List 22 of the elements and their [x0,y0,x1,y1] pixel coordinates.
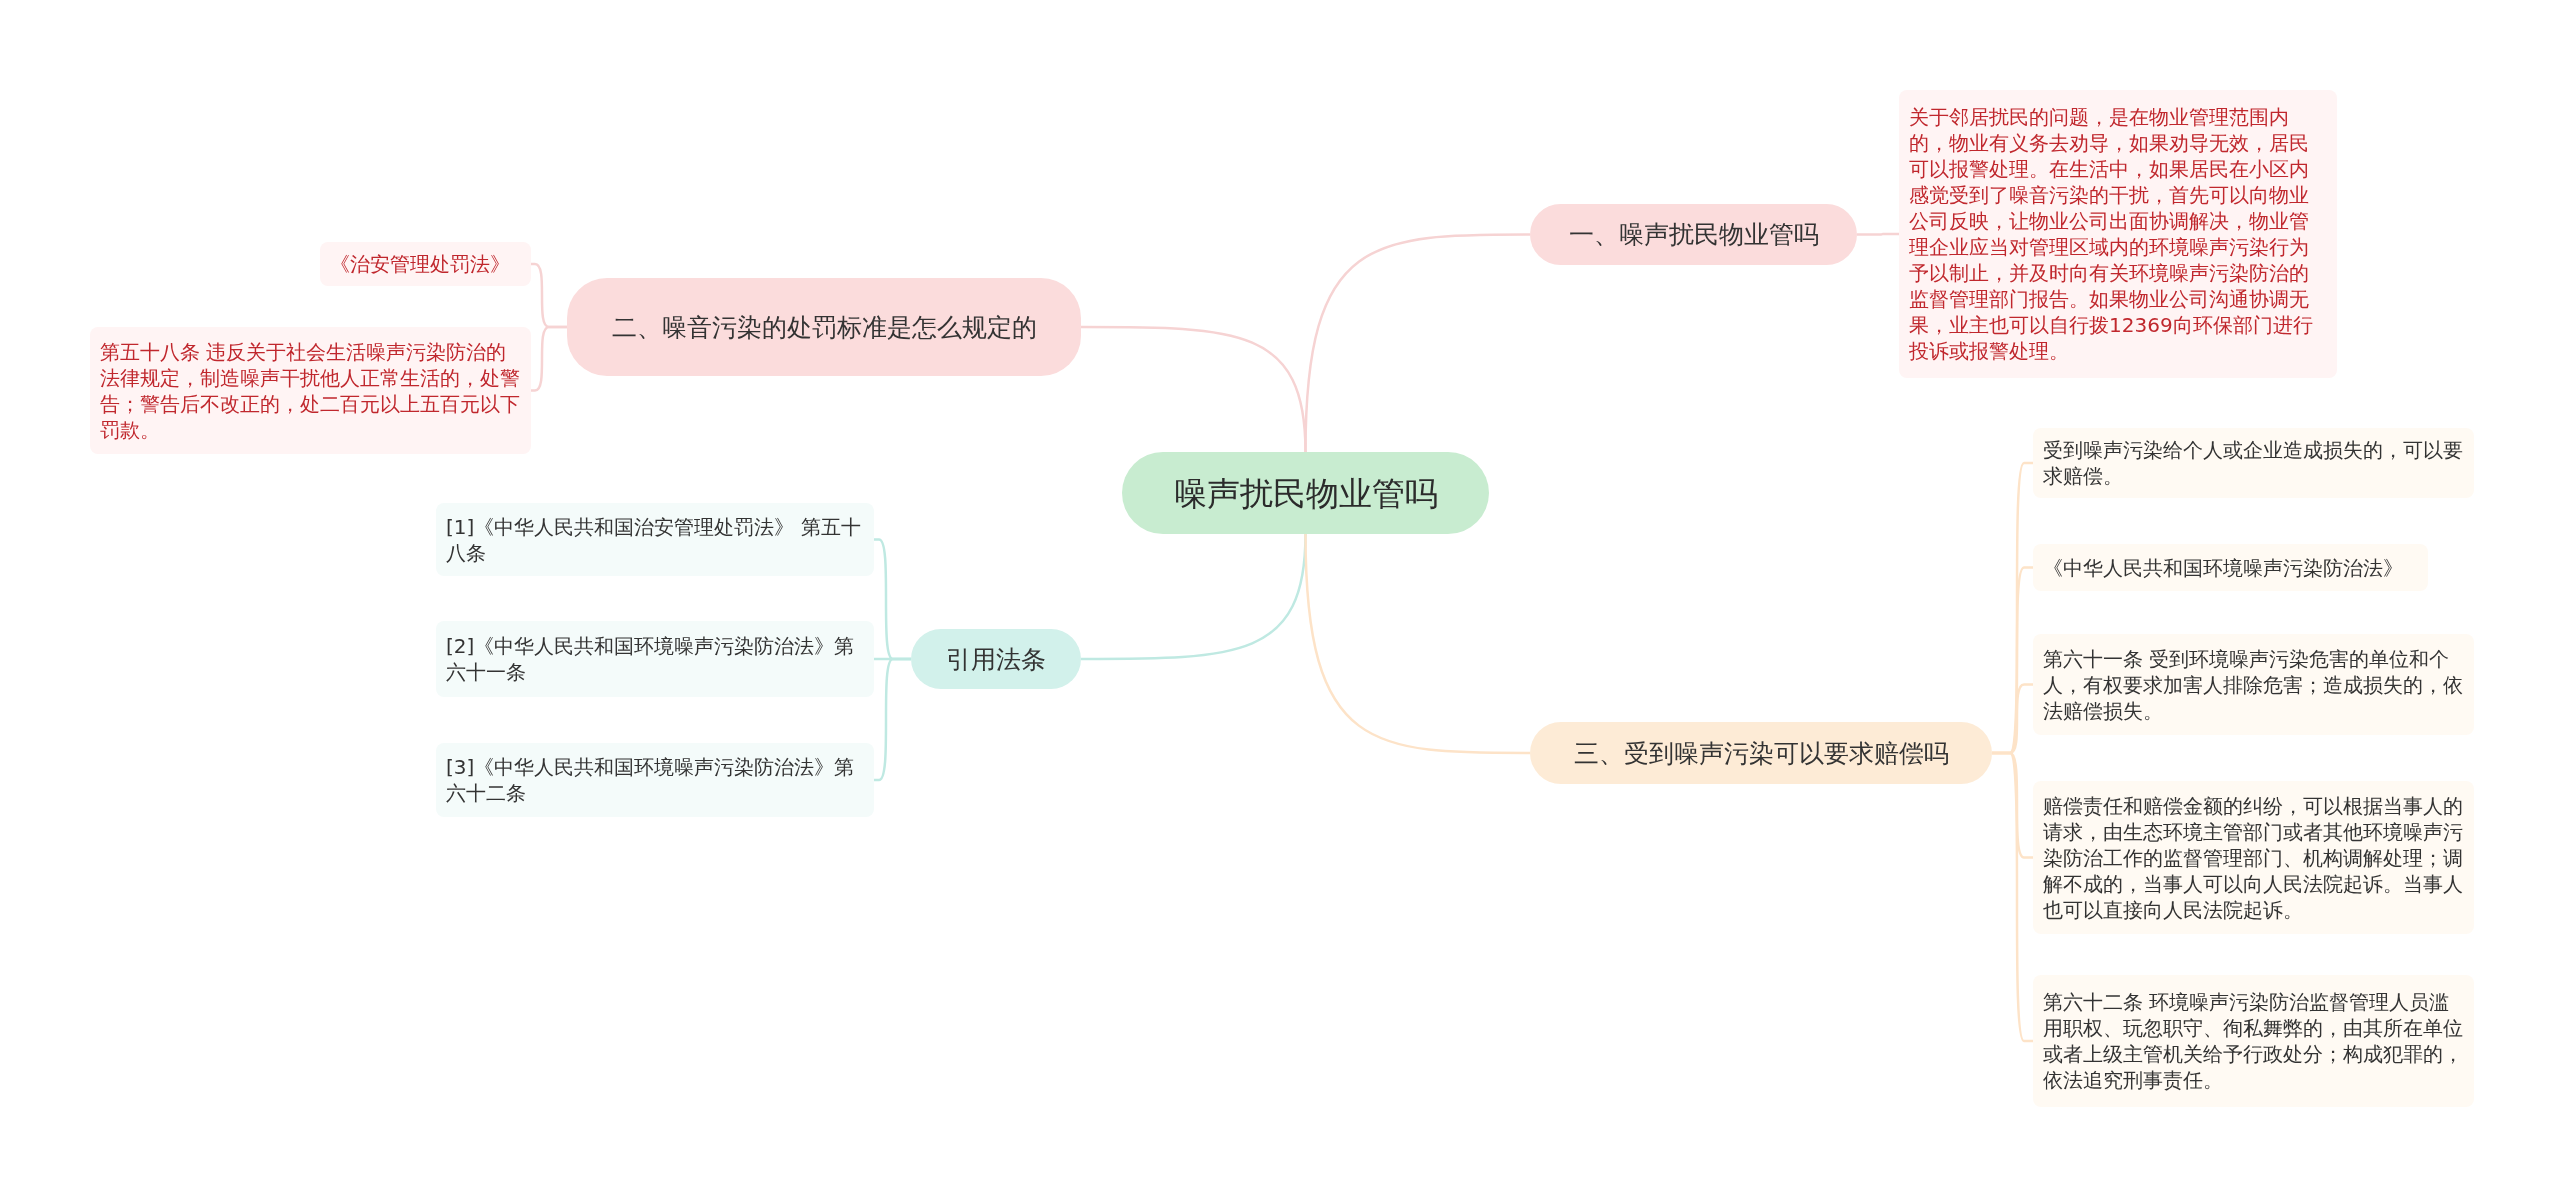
leaf-note: 第六十二条 环境噪声污染防治监督管理人员滥用职权、玩忽职守、徇私舞弊的，由其所在单位或者上级主管机关给予行政处分；构成犯罪的，依法追究刑事责任。 [2033,975,2474,1107]
branch-topic: 三、受到噪声污染可以要求赔偿吗 [1530,722,1992,784]
branch-topic: 二、噪音污染的处罚标准是怎么规定的 [567,278,1081,376]
connector [1992,751,2033,1043]
leaf-note: [2]《中华人民共和国环境噪声污染防治法》第六十一条 [436,621,874,697]
leaf-note: 《治安管理处罚法》 [320,242,531,286]
leaf-note: 《中华人民共和国环境噪声污染防治法》 [2033,544,2428,591]
leaf-note: 第五十八条 违反关于社会生活噪声污染防治的法律规定，制造噪声干扰他人正常生活的，处警告；警告后不改正的，处二百元以上五百元以下罚款。 [90,327,531,454]
leaf-note: 受到噪声污染给个人或企业造成损失的，可以要求赔偿。 [2033,428,2474,498]
connector [531,325,567,392]
leaf-note: [1]《中华人民共和国治安管理处罚法》 第五十八条 [436,503,874,576]
central-topic: 噪声扰民物业管吗 [1122,452,1489,534]
connector [1304,533,1530,755]
leaf-note: 关于邻居扰民的问题，是在物业管理范围内的，物业有义务去劝导，如果劝导无效，居民可以报警处理。在生活中，如果居民在小区内感觉受到了噪音污染的干扰，首先可以向物业公司反映，让物业公司出面协调解决，物业管理企业应当对管理区域内的环境噪声污染行为予以制止，并及时向有关环境噪声污染防治的监督管理部门报告。如果物业公司沟通协调无果，业主也可以自行拨12369向环保部门进行投诉或报警处理。 [1899,90,2337,378]
leaf-note: [3]《中华人民共和国环境噪声污染防治法》第六十二条 [436,743,874,817]
branch-topic: 引用法条 [911,629,1081,689]
leaf-note: 第六十一条 受到环境噪声污染危害的单位和个人，有权要求加害人排除危害；造成损失的，依法赔偿损失。 [2033,634,2474,735]
connector [874,657,911,782]
branch-topic: 一、噪声扰民物业管吗 [1530,204,1857,265]
connector [1857,232,1899,236]
leaf-note: 赔偿责任和赔偿金额的纠纷，可以根据当事人的请求，由生态环境主管部门或者其他环境噪声污染防治工作的监督管理部门、机构调解处理；调解不成的，当事人可以向人民法院起诉。当事人也可以直接向人民法院起诉。 [2033,781,2474,934]
connector [1081,325,1307,453]
